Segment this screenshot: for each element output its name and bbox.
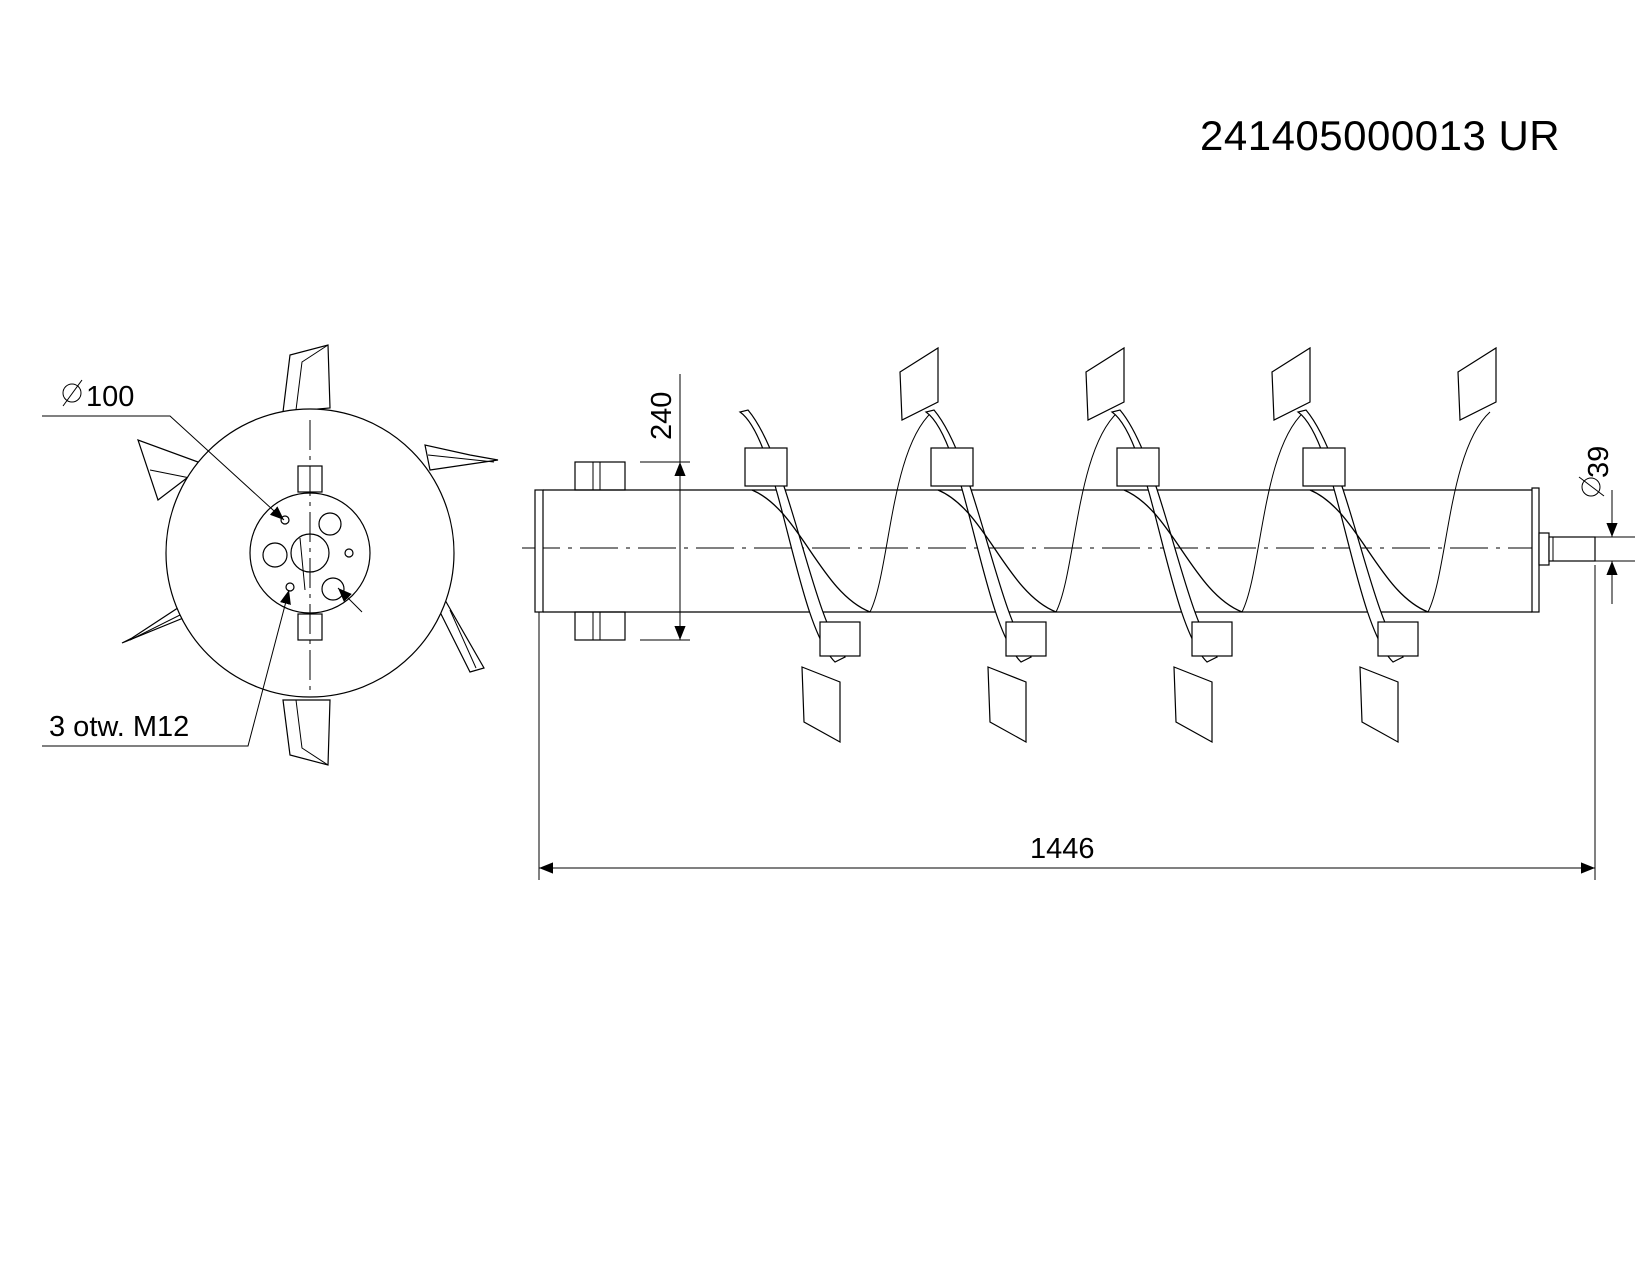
outer-diameter-label: 240 — [646, 392, 678, 440]
blade-bottom — [282, 699, 331, 766]
paddle-lower-4 — [1377, 621, 1419, 657]
paddle-lower-2 — [1005, 621, 1047, 657]
paddle-top-4 — [1457, 346, 1497, 421]
auger-flights — [738, 346, 1497, 744]
part-number: 241405000013 UR — [1200, 112, 1561, 159]
mount-hole-3 — [321, 577, 345, 601]
paddle-upper-2 — [930, 447, 974, 487]
holes-leader — [42, 589, 291, 747]
flight-crossing-3 — [1123, 489, 1243, 613]
flight-crossing-2 — [937, 489, 1057, 613]
paddle-upper-3 — [1116, 447, 1160, 487]
flight-back-4 — [1427, 411, 1491, 613]
m12-hole-3 — [285, 582, 295, 592]
right-end-plate — [1531, 487, 1540, 613]
m12-hole-1 — [280, 515, 290, 525]
blade-upper-right — [424, 444, 499, 471]
diameter-100-symbol — [62, 379, 83, 407]
paddle-top-1 — [899, 346, 939, 421]
dimension-1446: 1446 — [538, 565, 1596, 880]
flight-crossing-1 — [751, 489, 871, 613]
mount-hole-2 — [318, 512, 342, 536]
left-end-plate — [534, 489, 544, 613]
paddle-bottom-4 — [1359, 666, 1399, 744]
paddle-lower-1 — [819, 621, 861, 657]
flight-back-2 — [1055, 411, 1119, 613]
side-view: 240 39 1446 — [522, 346, 1635, 880]
mount-hole-1 — [262, 542, 288, 568]
flight-crossing-4 — [1309, 489, 1429, 613]
stub-collar — [1538, 532, 1550, 566]
dimension-39: 39 — [1555, 446, 1635, 604]
flight-back-1 — [869, 411, 933, 613]
paddle-top-2 — [1085, 346, 1125, 421]
dimension-240: 240 — [640, 374, 690, 641]
diameter-100-leader — [42, 415, 285, 521]
left-lugs — [574, 461, 626, 641]
paddle-upper-4 — [1302, 447, 1346, 487]
end-view-blades — [121, 344, 499, 766]
paddle-top-3 — [1271, 346, 1311, 421]
paddle-lower-3 — [1191, 621, 1233, 657]
flight-back-3 — [1241, 411, 1305, 613]
shaft-diameter-label: 39 — [1583, 446, 1615, 478]
blade-top — [282, 344, 331, 413]
paddle-bottom-3 — [1173, 666, 1213, 744]
m12-hole-2 — [344, 548, 354, 558]
paddle-bottom-1 — [801, 666, 841, 744]
stub-shaft — [1548, 536, 1596, 562]
length-label: 1446 — [1030, 833, 1095, 865]
diameter-100-label: 100 — [86, 381, 134, 413]
paddle-bottom-2 — [987, 666, 1027, 744]
holes-label: 3 otw. M12 — [49, 711, 189, 743]
paddle-upper-1 — [744, 447, 788, 487]
end-view: 100 3 otw. M12 — [42, 344, 499, 766]
